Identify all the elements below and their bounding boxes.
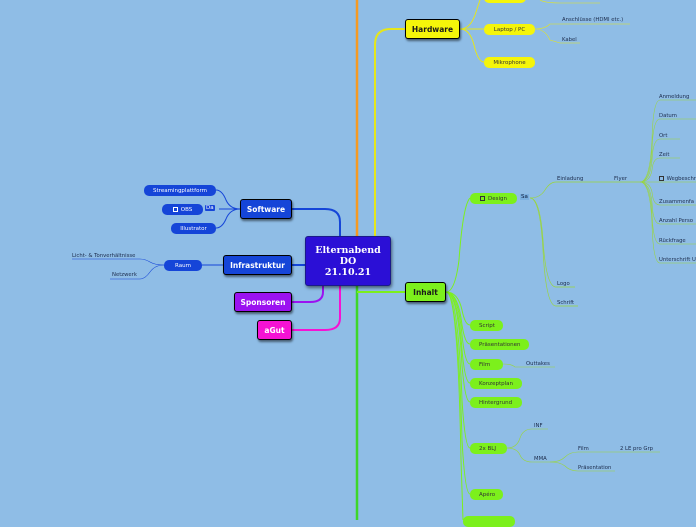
note-design: Sa xyxy=(520,194,529,200)
topic-konzeptplan[interactable]: Konzeptplan xyxy=(470,378,522,389)
topic-licht-ton[interactable]: Licht- & Tonverhältnisse xyxy=(72,253,136,259)
topic-2-le-pro-grp[interactable]: 2 LE pro Grp xyxy=(620,446,654,452)
central-topic-line-1: Elternabend xyxy=(315,244,381,256)
topic-outtakes[interactable]: Outtakes xyxy=(526,361,550,367)
flyer-item[interactable]: Zusammenfa xyxy=(659,199,695,205)
topic-inf[interactable]: INF xyxy=(534,423,543,429)
flyer-item[interactable]: Anzahl Perso xyxy=(659,218,693,224)
note-obs: Da xyxy=(205,205,215,211)
flyer-item[interactable]: Ort xyxy=(659,133,668,139)
topic-script[interactable]: Script xyxy=(470,320,503,331)
topic-obs-label: OBS xyxy=(180,206,193,213)
topic-infrastruktur[interactable]: Infrastruktur xyxy=(223,255,292,275)
topic-logo[interactable]: Logo xyxy=(557,281,570,287)
topic-illustrator[interactable]: Illustrator xyxy=(171,223,216,234)
topic-mma-praesentation[interactable]: Präsentation xyxy=(578,465,612,471)
topic-design[interactable]: Design xyxy=(470,193,517,204)
topic-laptop-pc[interactable]: Laptop / PC xyxy=(484,24,535,35)
flyer-item-label: Wegbeschr xyxy=(666,175,696,182)
topic-software[interactable]: Software xyxy=(240,199,292,219)
topic-praesentationen[interactable]: Präsentationen xyxy=(470,339,529,350)
topic-einladung[interactable]: Einladung xyxy=(557,176,584,182)
topic-streamingplattform[interactable]: Streamingplattform xyxy=(144,185,216,196)
central-topic-line-2: DO xyxy=(339,255,357,267)
topic-mikrophone[interactable]: Mikrophone xyxy=(484,57,535,68)
flyer-item[interactable]: Zeit xyxy=(659,152,670,158)
flyer-item[interactable]: Unterschrift U xyxy=(659,257,696,263)
topic-inhalt[interactable]: Inhalt xyxy=(405,282,446,302)
flyer-item-wegbeschr[interactable]: Wegbeschr xyxy=(659,174,696,183)
topic-agut[interactable]: aGut xyxy=(257,320,292,340)
checkbox-icon[interactable] xyxy=(659,176,664,181)
topic-mma-film[interactable]: Film xyxy=(578,446,589,452)
topic-anschluesse[interactable]: Anschlüsse (HDMI etc.) xyxy=(562,17,624,23)
topic-design-label: Design xyxy=(488,195,507,202)
topic-kabel[interactable]: Kabel xyxy=(562,37,577,43)
topic-sponsoren[interactable]: Sponsoren xyxy=(234,292,292,312)
central-topic-line-3: 21.10.21 xyxy=(324,266,372,278)
topic-inhalt-bottom-partial[interactable] xyxy=(463,516,515,527)
checkbox-icon[interactable] xyxy=(172,207,178,212)
topic-netzwerk[interactable]: Netzwerk xyxy=(112,272,137,278)
topic-hardware-top-partial[interactable] xyxy=(484,0,526,3)
central-topic[interactable]: Elternabend DO 21.10.21 xyxy=(305,236,391,286)
checkbox-icon[interactable] xyxy=(480,196,485,201)
topic-hardware[interactable]: Hardware xyxy=(405,19,460,39)
topic-flyer[interactable]: Flyer xyxy=(614,176,628,182)
topic-film[interactable]: Film xyxy=(470,359,503,370)
topic-schrift[interactable]: Schrift xyxy=(557,300,575,306)
topic-raum[interactable]: Raum xyxy=(164,260,202,271)
topic-obs[interactable]: OBS xyxy=(162,204,203,215)
topic-hintergrund[interactable]: Hintergrund xyxy=(470,397,522,408)
flyer-item[interactable]: Anmeldung xyxy=(659,94,690,100)
topic-mma[interactable]: MMA xyxy=(534,456,547,462)
topic-apero[interactable]: Apéro xyxy=(470,489,503,500)
flyer-item[interactable]: Datum xyxy=(659,113,677,119)
topic-2x-blj[interactable]: 2x BLJ xyxy=(470,443,507,454)
flyer-item[interactable]: Rückfrage xyxy=(659,238,686,244)
